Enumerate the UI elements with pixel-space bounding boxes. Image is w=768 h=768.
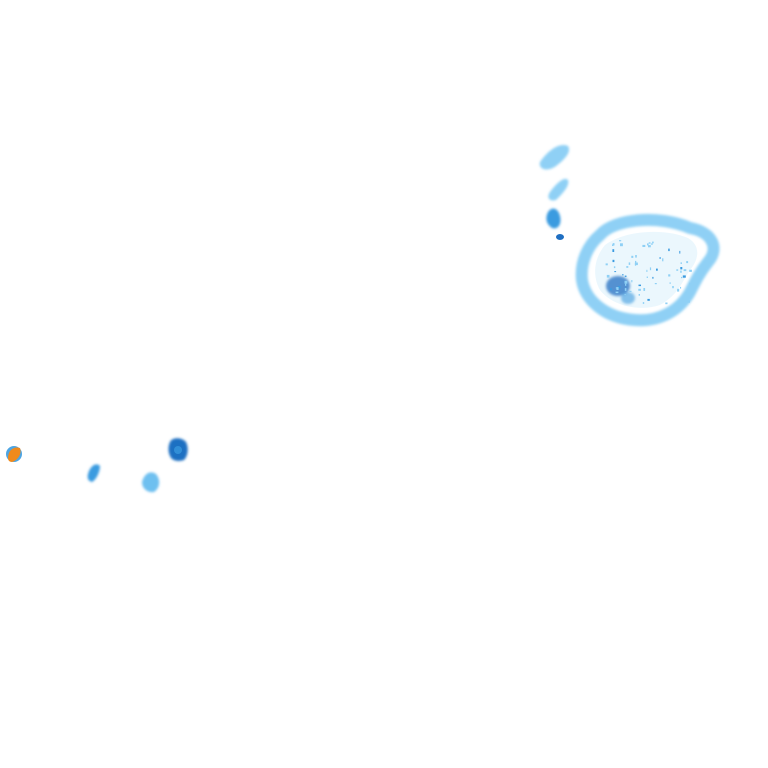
echo-speckle (612, 259, 615, 263)
echo-speckle (628, 262, 631, 265)
echo-speckle (615, 291, 619, 294)
echo-speckle (638, 288, 641, 291)
echo-speckle (646, 269, 648, 272)
echo-cell-w-small (87, 464, 100, 482)
echo-cell-ne-streak-mid (548, 178, 569, 201)
echo-speckle (614, 271, 617, 273)
echo-speckle (624, 294, 626, 296)
echo-speckle (624, 275, 627, 277)
echo-speckle (612, 244, 614, 246)
echo-speckle (676, 269, 679, 271)
echo-speckle (668, 274, 671, 277)
echo-speckle (638, 294, 640, 296)
echo-cell-ne-streak-top (539, 144, 570, 170)
echo-speckle (683, 269, 687, 272)
echo-speckle (647, 298, 650, 301)
echo-speckle (689, 282, 691, 286)
echo-speckle (635, 255, 637, 258)
echo-speckle (650, 243, 653, 245)
echo-speckle (665, 302, 668, 305)
echo-speckle (610, 288, 612, 291)
echo-speckle (669, 282, 671, 284)
echo-speckle (620, 243, 623, 247)
echo-speckle (672, 286, 674, 289)
echo-speckle (682, 275, 686, 278)
echo-cell-ne-small (546, 208, 564, 240)
echo-speckle (648, 242, 651, 244)
echo-speckle (629, 290, 632, 292)
echo-speckle (642, 302, 645, 304)
echo-speckle (613, 266, 616, 269)
echo-speckle (680, 267, 683, 270)
echo-cell-ne-large-ring (575, 214, 720, 327)
echo-cell-w-edge (6, 446, 22, 462)
echo-speckle (612, 249, 615, 252)
echo-speckle (618, 286, 621, 289)
echo-speckle (668, 248, 670, 252)
echo-speckle (656, 268, 658, 271)
echo-speckle (635, 260, 637, 264)
echo-speckle (647, 243, 649, 246)
echo-speckle (652, 276, 654, 279)
echo-speckle (643, 288, 646, 291)
echo-speckle (612, 243, 615, 246)
echo-speckle (687, 300, 690, 303)
echo-speckle (631, 255, 634, 258)
echo-cell-w-square (168, 438, 188, 461)
echo-speckle (680, 270, 682, 273)
echo-speckle (649, 267, 652, 271)
echo-speckle (622, 274, 624, 276)
echo-speckle (624, 280, 628, 284)
echo-speckle (689, 269, 692, 272)
echo-speckle (685, 292, 688, 294)
echo-speckle (605, 263, 608, 266)
echo-speckle (642, 244, 646, 247)
echo-cell-w-light (142, 472, 160, 493)
echo-speckle (652, 241, 654, 244)
echo-speckle (654, 283, 657, 285)
echo-speckle (631, 280, 633, 283)
echo-speckle (606, 274, 610, 278)
echo-speckle (626, 266, 629, 268)
echo-speckle (648, 245, 651, 248)
echo-speckle (634, 262, 638, 266)
echo-speckles (605, 240, 692, 305)
echo-speckle (624, 288, 627, 291)
echo-speckle (680, 262, 682, 264)
echo-speckle (646, 276, 648, 278)
echo-speckle (625, 283, 627, 286)
echo-speckle (679, 250, 681, 254)
echo-speckle (659, 257, 661, 259)
echo-speckle (681, 276, 683, 279)
echo-speckle (680, 286, 682, 289)
echo-speckle (686, 261, 689, 264)
echo-speckle (638, 284, 641, 287)
echo-speckle (619, 240, 622, 242)
echo-speckle (616, 287, 619, 290)
echo-speckle (662, 258, 664, 262)
echo-speckle (677, 288, 680, 292)
